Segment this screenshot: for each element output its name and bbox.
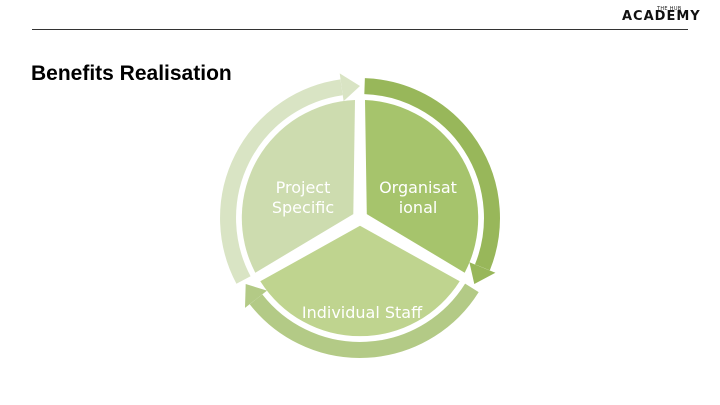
slide-title: Benefits Realisation — [31, 62, 232, 85]
project-arrow-head — [339, 73, 360, 102]
staff-arrow-head — [245, 284, 267, 308]
academy-logo: ACADEMY — [622, 9, 701, 24]
organisational-segment — [365, 100, 479, 273]
individual-staff-segment — [260, 225, 460, 337]
logo-tagline: THE HUB — [657, 6, 682, 12]
organisational-arrow-head — [469, 262, 496, 284]
project-arrow-arc — [220, 79, 343, 284]
project-specific-segment — [241, 100, 355, 273]
staff-arrow-arc — [249, 283, 479, 358]
organisational-arrow-arc — [364, 78, 500, 271]
header-divider — [32, 29, 688, 30]
individual-staff-label: Individual Staff — [301, 303, 423, 322]
